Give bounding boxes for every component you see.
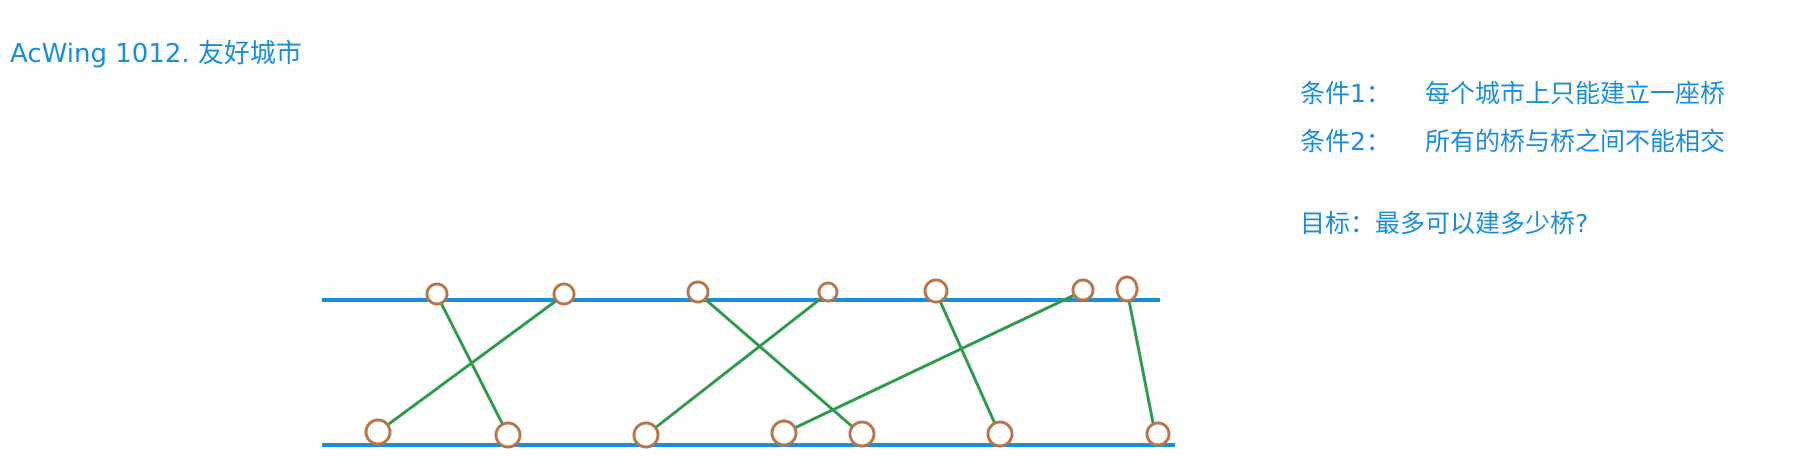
bridge [782, 289, 1085, 435]
condition-2: 条件2： 所有的桥与桥之间不能相交 [1300, 116, 1725, 164]
bridge [644, 291, 830, 437]
condition-1: 条件1： 每个城市上只能建立一座桥 [1300, 68, 1725, 116]
bridge [435, 293, 510, 437]
city-node [1071, 278, 1095, 302]
bridge [376, 293, 566, 434]
problem-notes: 条件1： 每个城市上只能建立一座桥 条件2： 所有的桥与桥之间不能相交 目标：最… [1300, 68, 1725, 246]
goal-text: 目标：最多可以建多少桥? [1300, 209, 1589, 238]
city-node [986, 420, 1014, 448]
city-node [848, 420, 876, 448]
city-node [552, 282, 576, 306]
city-node [923, 278, 949, 304]
city-node [364, 418, 392, 446]
city-node [1145, 421, 1171, 447]
city-node [425, 282, 449, 306]
condition-1-label: 条件1： [1300, 79, 1391, 108]
bridge [1125, 288, 1157, 435]
city-node [1115, 275, 1139, 303]
city-node [632, 421, 660, 449]
condition-1-text: 每个城市上只能建立一座桥 [1425, 79, 1726, 108]
city-node [770, 419, 798, 447]
condition-2-text: 所有的桥与桥之间不能相交 [1425, 127, 1726, 156]
condition-2-label: 条件2： [1300, 127, 1391, 156]
bridge [696, 291, 864, 437]
city-node [686, 280, 710, 304]
city-node [494, 421, 522, 449]
page-title: AcWing 1012. 友好城市 [10, 39, 302, 69]
city-node [817, 281, 839, 303]
bridge [934, 290, 1002, 437]
